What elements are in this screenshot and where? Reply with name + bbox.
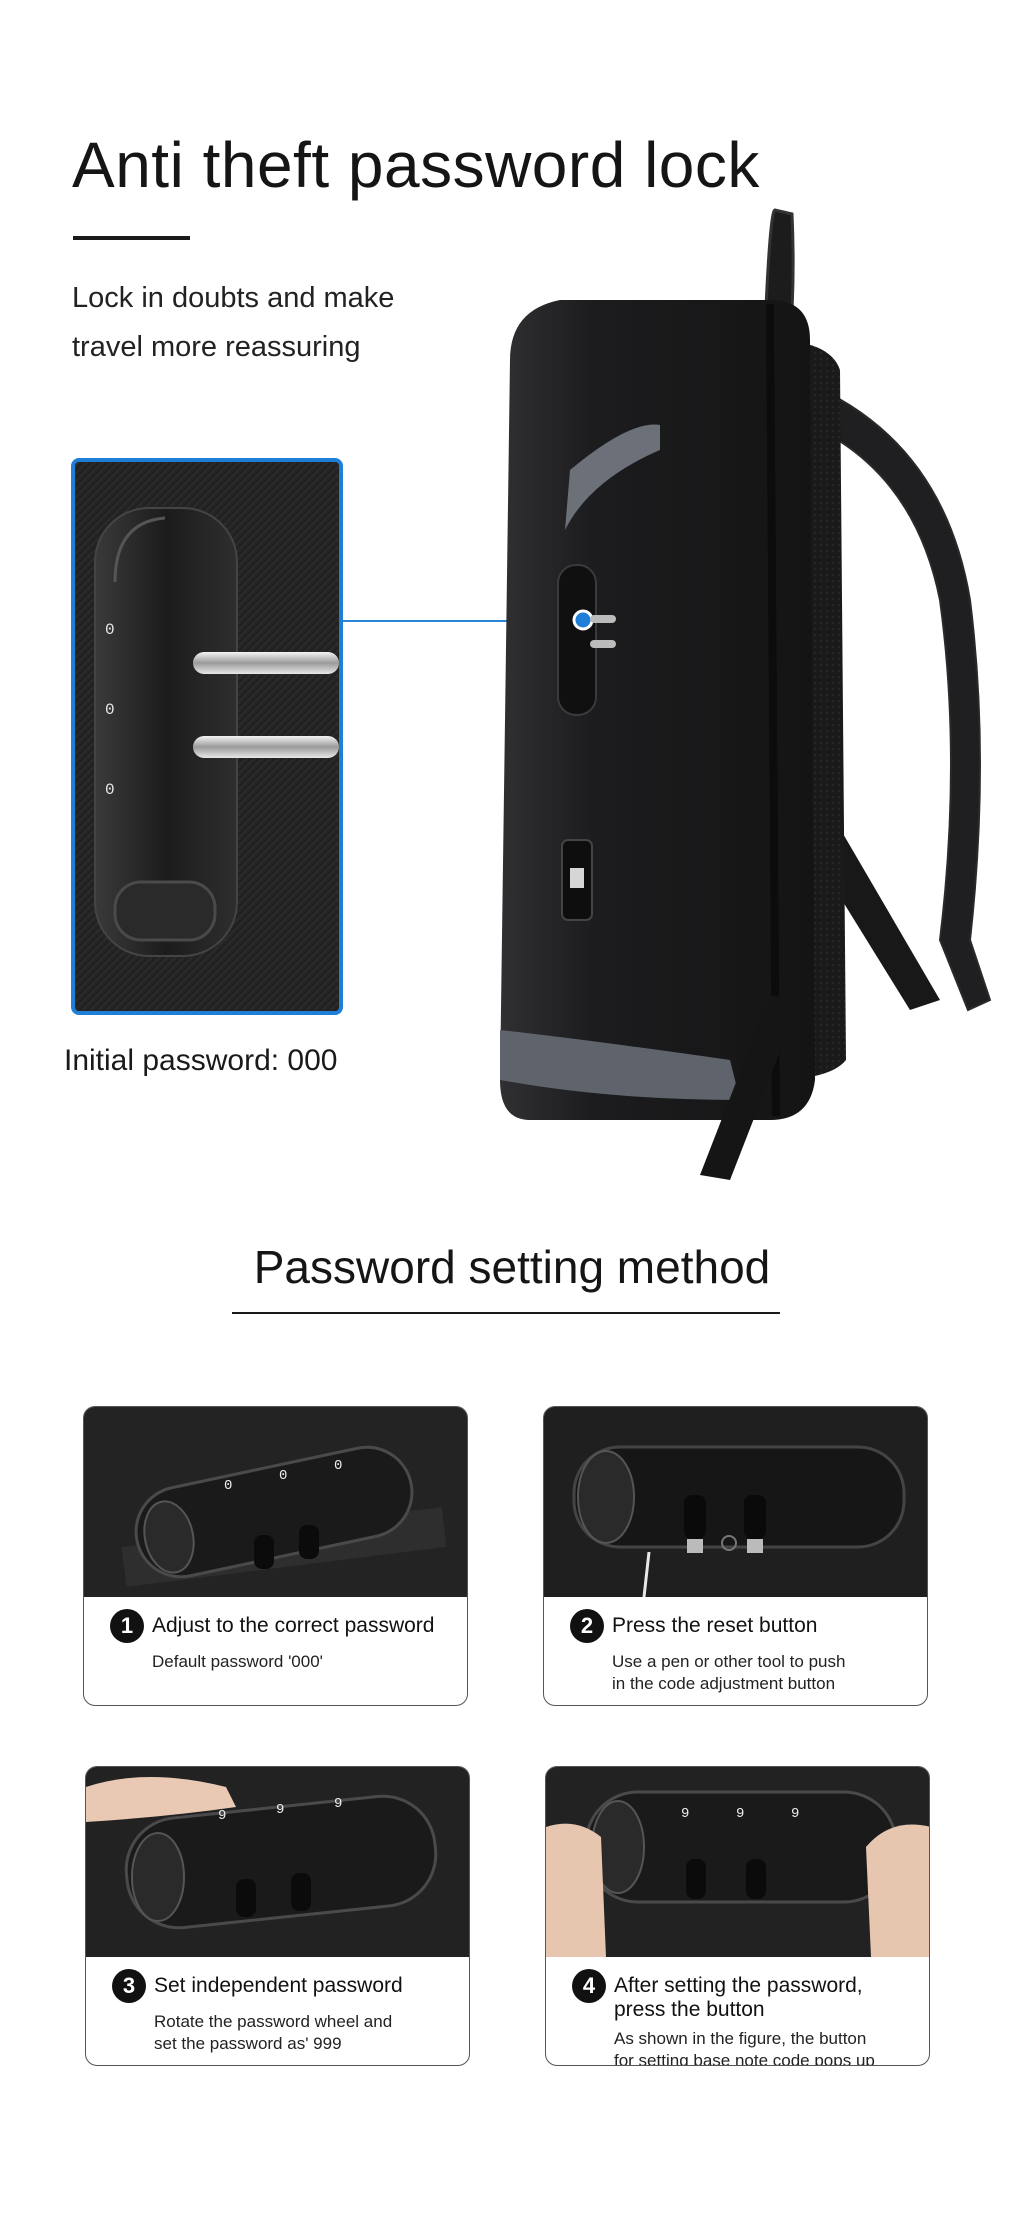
lock-digit-1: 0	[105, 621, 115, 639]
step-description: Rotate the password wheel and set the pa…	[154, 2011, 469, 2055]
step-2-caption: 2 Press the reset button Use a pen or ot…	[544, 1597, 927, 1705]
step-3-photo: 9 9 9	[86, 1767, 469, 1957]
step-1-caption: 1 Adjust to the correct password Default…	[84, 1597, 467, 1705]
step-description: Use a pen or other tool to push in the c…	[612, 1651, 927, 1695]
step-description-line2: in the code adjustment button	[612, 1674, 836, 1693]
lock-reset-button-icon	[544, 1407, 927, 1597]
step-1-photo: 0 0 0	[84, 1407, 467, 1597]
step-title: Adjust to the correct password	[152, 1614, 435, 1637]
lock-closeup-image: 0 0 0	[71, 458, 343, 1015]
step3-digit-3: 9	[334, 1796, 342, 1812]
step-number-badge: 2	[570, 1609, 604, 1643]
hero-subtitle-line2: travel more reassuring	[72, 331, 361, 363]
step-description-line1: As shown in the figure, the button	[614, 2029, 867, 2048]
step-card-4: 9 9 9 4 After setting the password, pres…	[545, 1766, 930, 2066]
hero-subtitle: Lock in doubts and make travel more reas…	[72, 274, 394, 372]
step-description-line1: Use a pen or other tool to push	[612, 1652, 846, 1671]
callout-connector	[343, 620, 583, 622]
step-description-line1: Rotate the password wheel and	[154, 2012, 393, 2031]
step3-digit-2: 9	[276, 1802, 284, 1818]
step-description-line2: for setting base note code pops up	[614, 2051, 875, 2066]
lock-dial-icon: 0 0 0	[84, 1407, 467, 1597]
step-description: Default password '000'	[152, 1651, 467, 1673]
step1-digit-2: 0	[279, 1468, 287, 1484]
step-3-caption: 3 Set independent password Rotate the pa…	[86, 1957, 469, 2065]
step-number-badge: 4	[572, 1969, 606, 2003]
step4-digit-1: 9	[681, 1806, 689, 1822]
step-4-photo: 9 9 9	[546, 1767, 929, 1957]
step-description: As shown in the figure, the button for s…	[614, 2028, 929, 2066]
finger-rotating-dial-icon: 9 9 9	[86, 1767, 469, 1957]
step-title: Press the reset button	[612, 1614, 818, 1637]
section-title: Password setting method	[253, 1241, 771, 1293]
step-title: After setting the password, press the bu…	[614, 1969, 863, 2022]
hero-title: Anti theft password lock	[72, 129, 760, 201]
step-title-line1: After setting the password,	[614, 1974, 863, 1997]
lock-digit-2: 0	[105, 701, 115, 719]
step-card-1: 0 0 0 1 Adjust to the correct password D…	[83, 1406, 468, 1706]
step1-digit-3: 0	[334, 1458, 342, 1474]
step4-digit-3: 9	[791, 1806, 799, 1822]
step-title-line2: press the button	[614, 1998, 765, 2021]
step-card-2: 2 Press the reset button Use a pen or ot…	[543, 1406, 928, 1706]
section-underline	[232, 1312, 780, 1314]
step1-digit-1: 0	[224, 1478, 232, 1494]
fingers-pressing-button-icon: 9 9 9	[546, 1767, 929, 1957]
step-2-photo	[544, 1407, 927, 1597]
backpack-icon	[500, 208, 992, 1180]
lock-digit-3: 0	[105, 781, 115, 799]
step-description-line1: Default password '000'	[152, 1652, 323, 1671]
step-description-line2: set the password as' 999	[154, 2034, 342, 2053]
step3-digit-1: 9	[218, 1808, 226, 1824]
title-underline	[73, 236, 190, 240]
hero-subtitle-line1: Lock in doubts and make	[72, 282, 395, 314]
step-number-badge: 1	[110, 1609, 144, 1643]
step-card-3: 9 9 9 3 Set independent password Rotate …	[85, 1766, 470, 2066]
step-number-badge: 3	[112, 1969, 146, 2003]
step4-digit-2: 9	[736, 1806, 744, 1822]
step-4-caption: 4 After setting the password, press the …	[546, 1957, 929, 2066]
backpack-side-view-image	[470, 200, 1010, 1190]
initial-password-label: Initial password: 000	[64, 1044, 338, 1077]
combination-lock-closeup-icon: 0 0 0	[75, 462, 339, 1011]
step-title: Set independent password	[154, 1974, 403, 1997]
